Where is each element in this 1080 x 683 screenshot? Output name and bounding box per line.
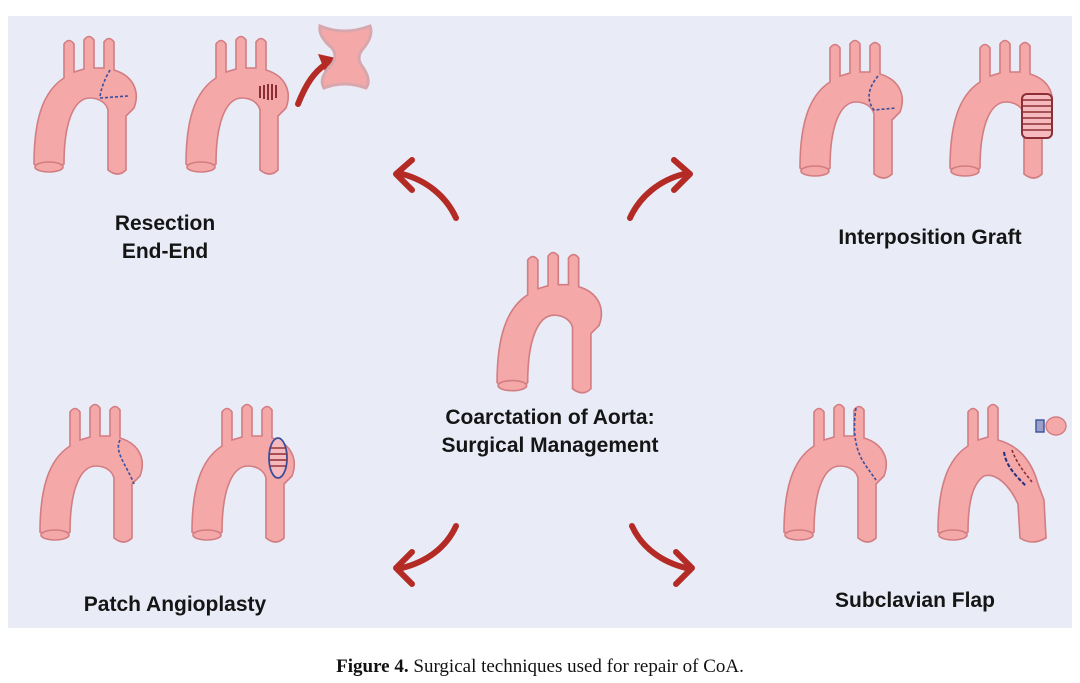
subclavian-aorta-before [783, 403, 888, 543]
center-title-line1: Coarctation of Aorta: [445, 406, 655, 429]
figure-caption: Figure 4. Surgical techniques used for r… [0, 656, 1080, 678]
graft-aorta-after [949, 39, 1054, 179]
label-subclavian-flap: Subclavian Flap [800, 587, 1030, 615]
arrow-to-graft [627, 157, 693, 221]
graft-aorta-before [799, 39, 904, 179]
excised-segment-arrowhead [318, 54, 336, 74]
resection-aorta-after [185, 35, 290, 175]
subclavian-stump [1035, 416, 1067, 436]
arrow-to-subclavian [629, 523, 695, 587]
resection-aorta-before [33, 35, 138, 175]
label-center-title: Coarctation of Aorta: Surgical Managemen… [410, 404, 690, 460]
label-subclavian-line1: Subclavian Flap [835, 589, 995, 612]
label-patch-angioplasty: Patch Angioplasty [50, 591, 300, 619]
center-title-line2: Surgical Management [441, 434, 659, 457]
patch-aorta-before [39, 403, 144, 543]
figure-caption-text: Surgical techniques used for repair of C… [413, 656, 744, 677]
figure-caption-label: Figure 4. [336, 656, 409, 677]
excised-segment [318, 23, 373, 90]
arrow-to-patch [393, 523, 459, 587]
subclavian-aorta-after [937, 403, 1047, 543]
label-graft-line1: Interposition Graft [838, 226, 1022, 249]
label-resection: Resection End-End [80, 210, 250, 266]
label-resection-line1: Resection [114, 212, 216, 235]
label-patch-line1: Patch Angioplasty [83, 593, 267, 616]
patch-aorta-after [191, 403, 296, 543]
label-resection-line2: End-End [121, 240, 209, 263]
center-aorta [496, 251, 603, 394]
arrow-to-resection [393, 157, 459, 221]
label-interposition-graft: Interposition Graft [810, 224, 1050, 252]
